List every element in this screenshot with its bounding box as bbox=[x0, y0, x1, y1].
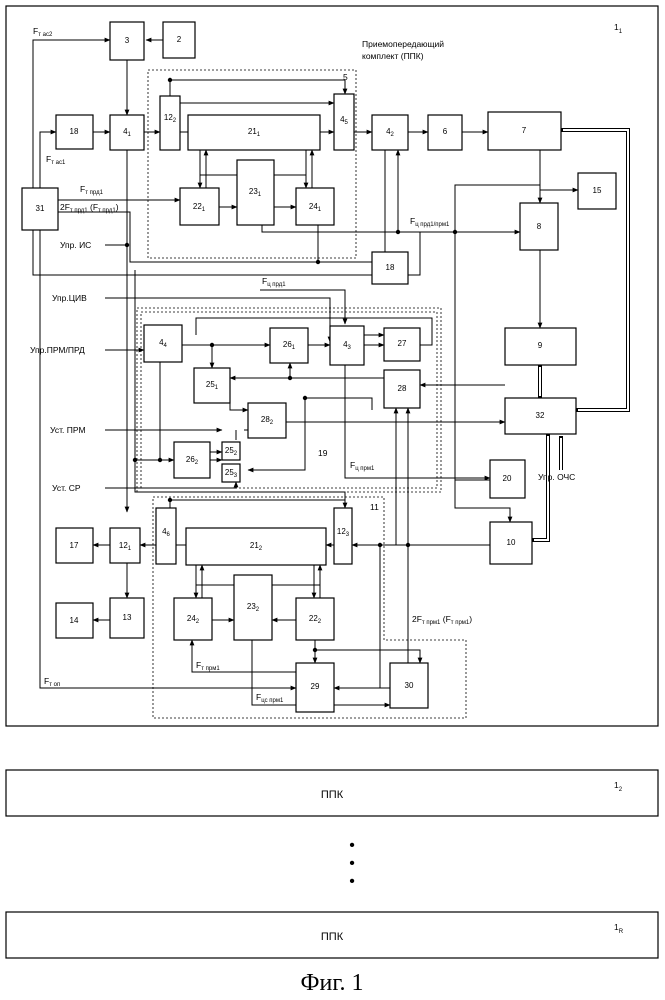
block-20-label: 20 bbox=[503, 474, 512, 483]
block-30-label: 30 bbox=[405, 681, 414, 690]
block-2-label: 2 bbox=[177, 35, 182, 44]
block-9-label: 9 bbox=[538, 341, 543, 350]
block-29-label: 29 bbox=[311, 682, 320, 691]
ellipsis-dot-1: • bbox=[349, 837, 355, 854]
block-8-label: 8 bbox=[537, 222, 542, 231]
signal-f-cprd1: Fц прд1 bbox=[262, 276, 286, 288]
group-19-label: 19 bbox=[318, 448, 328, 458]
block-12-2 bbox=[160, 96, 180, 150]
block-10-label: 10 bbox=[507, 538, 516, 547]
block-17-label: 17 bbox=[70, 541, 79, 550]
input-upr-ochs: Упр. ОЧС bbox=[538, 472, 575, 482]
ppk-row-2-label: ППК bbox=[321, 789, 344, 801]
ellipsis-dot-3: • bbox=[349, 873, 355, 890]
signal-f-tac2: Fт ас2 bbox=[33, 26, 53, 38]
block-27-label: 27 bbox=[398, 339, 407, 348]
input-upr-civ: Упр.ЦИВ bbox=[52, 293, 87, 303]
block-14-label: 14 bbox=[70, 616, 79, 625]
frame-title-line2: комплект (ППК) bbox=[362, 51, 424, 61]
ppk-row-2-num: 12 bbox=[614, 780, 623, 793]
block-15-label: 15 bbox=[593, 186, 602, 195]
signal-f-tac1: Fт ас1 bbox=[46, 154, 66, 166]
external-inputs: Упр. ИС Упр.ЦИВ Упр.ПРМ/ПРД Уст. ПРМ Уст… bbox=[30, 240, 575, 493]
signal-f-cprm1: Fц прм1 bbox=[350, 460, 375, 472]
signal-f-tprd1: Fт прд1 bbox=[80, 184, 104, 196]
block-6-label: 6 bbox=[443, 127, 448, 136]
ppk-row-r-num: 1R bbox=[614, 922, 624, 935]
ppk-row-2: ППК 12 bbox=[6, 770, 658, 816]
block-31-label: 31 bbox=[36, 204, 45, 213]
signal-2f-tprm1: 2Fт прм1 (Fт прм1) bbox=[412, 614, 472, 626]
input-ust-prm: Уст. ПРМ bbox=[50, 425, 86, 435]
block-18a-label: 18 bbox=[70, 127, 79, 136]
group-11-label: 11 bbox=[370, 502, 379, 512]
ppk-row-r-label: ППК bbox=[321, 931, 344, 943]
signal-f-cprd1-prm1: Fц прд1/прм1 bbox=[410, 216, 450, 228]
block-13-label: 13 bbox=[123, 613, 132, 622]
block-32-label: 32 bbox=[536, 411, 545, 420]
input-ust-sr: Уст. СР bbox=[52, 483, 81, 493]
block-28-label: 28 bbox=[398, 384, 407, 393]
block-18b-label: 18 bbox=[386, 263, 395, 272]
frame-title-line1: Приемопередающий bbox=[362, 39, 444, 49]
signal-f-tprm1: Fт прм1 bbox=[196, 660, 220, 672]
input-upr-is: Упр. ИС bbox=[60, 240, 91, 250]
block-3-label: 3 bbox=[125, 36, 130, 45]
block-7-label: 7 bbox=[522, 126, 527, 135]
ppk-row-r: ППК 1R bbox=[6, 912, 658, 958]
input-upr-prm-prd: Упр.ПРМ/ПРД bbox=[30, 345, 85, 355]
signal-f-csprm1: Fцс прм1 bbox=[256, 692, 284, 704]
ellipsis: • • • bbox=[349, 837, 355, 890]
figure-caption: Фиг. 1 bbox=[301, 970, 364, 996]
outer-frame-label: 11 bbox=[614, 22, 623, 35]
signal-f-top: Fт оп bbox=[44, 676, 60, 688]
ellipsis-dot-2: • bbox=[349, 855, 355, 872]
blocks: 3 2 18 41 122 211 45 42 6 7 15 31 221 23… bbox=[22, 22, 616, 712]
